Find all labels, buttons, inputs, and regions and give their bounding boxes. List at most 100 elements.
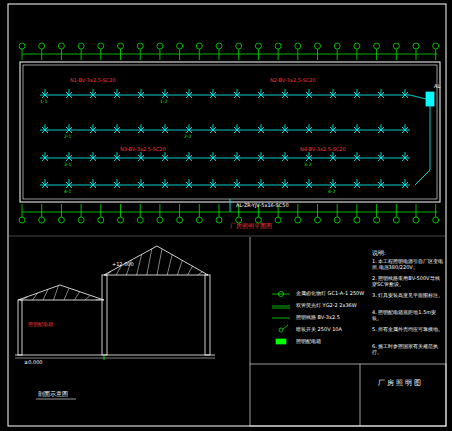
fixture-drop [165, 124, 166, 130]
axis-line [416, 204, 417, 217]
axis-bubble [98, 43, 104, 49]
fixture-drop [69, 179, 70, 185]
fixture-drop [93, 124, 94, 130]
fixture-drop [117, 89, 118, 95]
fixture-drop [381, 179, 382, 185]
axis-bubble [177, 43, 183, 49]
lighting-circuit [40, 95, 410, 96]
axis-line [238, 49, 239, 60]
legend-text: 照明线路 BV-3x2.5 [296, 315, 340, 321]
axis-bubble [374, 43, 380, 49]
axis-bubble [275, 217, 281, 223]
truss-web [54, 286, 59, 300]
axis-line [140, 204, 141, 217]
building-wall [20, 62, 440, 202]
axis-line [61, 49, 62, 60]
fixture-drop [213, 179, 214, 185]
axis-line [317, 204, 318, 217]
axis-line [100, 49, 101, 60]
axis-line [297, 204, 298, 217]
fixture-tag: 2-2 [184, 134, 191, 139]
fixture-drop [213, 124, 214, 130]
axis-bubble [255, 43, 261, 49]
axis-bubble [196, 217, 202, 223]
axis-line [199, 49, 200, 60]
axis-line [435, 49, 436, 60]
elevation-mark: ±0.000 [24, 360, 43, 366]
feeder-label: AL-ZR-YJV-5x16-SC50 [236, 203, 289, 209]
truss-web [157, 249, 162, 275]
axis-line [41, 204, 42, 217]
lighting-circuit [40, 130, 410, 131]
axis-line [435, 204, 436, 217]
axis-bubble [216, 43, 222, 49]
fixture-drop [285, 89, 286, 95]
fixture-drop [309, 179, 310, 185]
axis-bubble [315, 217, 321, 223]
fixture-tag: 3-1 [64, 162, 71, 167]
fixture-drop [141, 124, 142, 130]
truss-web [167, 254, 172, 275]
fixture-drop [261, 89, 262, 95]
panel-label: AL [434, 84, 440, 90]
fixture-drop [189, 89, 190, 95]
lighting-circuit [40, 185, 410, 186]
fixture-drop [261, 152, 262, 158]
axis-bubble [433, 43, 439, 49]
axis-bubble [39, 217, 45, 223]
axis-bubble [177, 217, 183, 223]
axis-line [22, 49, 23, 60]
dimension-line [22, 54, 437, 55]
fixture-drop [357, 152, 358, 158]
note: 2. 照明线路采用BV-500V导线穿SC管敷设。 [372, 276, 444, 288]
circuit-label: N2-BV-3x2.5-SC20 [270, 78, 316, 84]
fixture-drop [45, 179, 46, 185]
axis-bubble [275, 43, 281, 49]
fixture-drop [165, 89, 166, 95]
truss-web [137, 255, 142, 275]
axis-bubble [196, 43, 202, 49]
title-block [250, 364, 446, 426]
axis-line [140, 49, 141, 60]
truss-web [106, 272, 111, 275]
axis-line [278, 49, 279, 60]
axis-line [356, 49, 357, 60]
fixture-drop [213, 89, 214, 95]
axis-bubble [39, 43, 45, 49]
fixture-drop [333, 152, 334, 158]
fixture-drop [333, 124, 334, 130]
truss-web [116, 266, 121, 275]
note: 5. 所有金属外壳均应可靠接地。 [372, 327, 444, 333]
fixture-drop [333, 179, 334, 185]
axis-line [159, 49, 160, 60]
axis-line [376, 49, 377, 60]
axis-line [179, 49, 180, 60]
sheet-frame [8, 4, 446, 426]
axis-line [396, 204, 397, 217]
axis-line [337, 204, 338, 217]
fixture-tag: 1-1 [40, 99, 47, 104]
axis-line [258, 49, 259, 60]
axis-line [22, 204, 23, 217]
dimension-line [22, 212, 437, 213]
axis-bubble [137, 217, 143, 223]
section-title: 剖面示意图 [38, 391, 68, 398]
circuit-label: N3-BV-3x2.5-SC20 [120, 147, 166, 153]
panel-label: 照明配电箱 [28, 322, 53, 328]
axis-line [41, 49, 42, 60]
fixture-drop [165, 179, 166, 185]
axis-line [317, 49, 318, 60]
fixture-drop [405, 179, 406, 185]
fixture-drop [69, 152, 70, 158]
fixture-drop [285, 152, 286, 158]
legend-symbols [272, 292, 290, 345]
fixture-drop [237, 152, 238, 158]
axis-bubble [354, 43, 360, 49]
fixture-drop [165, 152, 166, 158]
axis-bubble [334, 217, 340, 223]
axis-line [356, 204, 357, 217]
axis-bubble [216, 217, 222, 223]
axis-bubble [19, 43, 25, 49]
fixture-drop [381, 124, 382, 130]
truss-web [22, 297, 27, 300]
